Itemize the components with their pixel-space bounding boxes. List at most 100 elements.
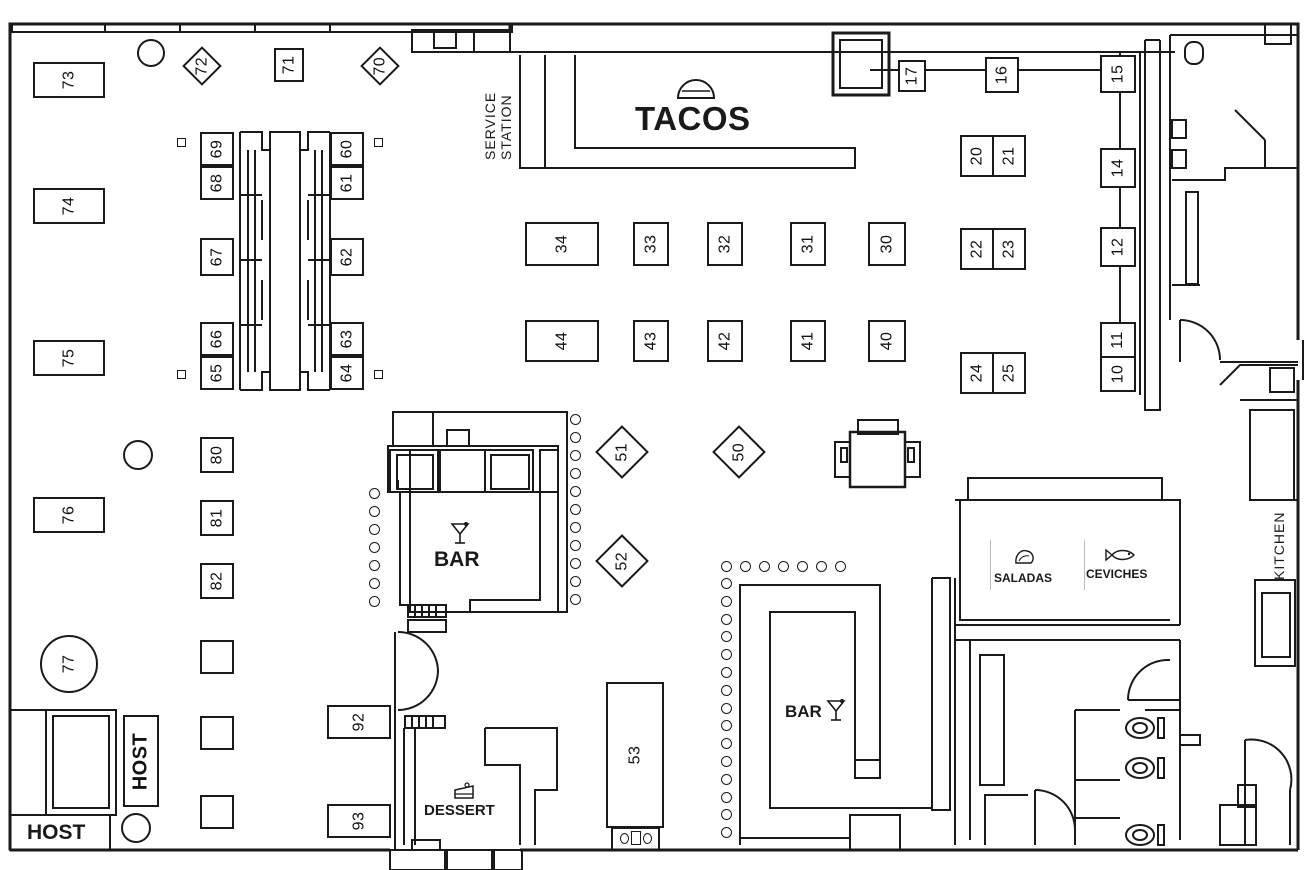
table-number: 30 [877,234,895,254]
bar-stool[interactable] [369,560,380,571]
table-75[interactable]: 75 [33,340,105,376]
table-12[interactable]: 12 [1100,227,1136,267]
bar-stool[interactable] [570,414,581,425]
bar-stool[interactable] [721,773,732,785]
table-15[interactable]: 15 [1100,55,1136,93]
table-81[interactable]: 81 [200,500,234,536]
bar-stool[interactable] [721,791,732,803]
table-11[interactable]: 11 [1100,322,1136,358]
bar-stool[interactable] [721,649,732,661]
table-62[interactable]: 62 [330,238,364,276]
bar-stool[interactable] [778,561,789,572]
table-44[interactable]: 44 [525,320,599,362]
table-10[interactable]: 10 [1100,356,1136,392]
bar-stool[interactable] [570,576,581,587]
table-14[interactable]: 14 [1100,148,1136,188]
table-20[interactable]: 20 [960,135,994,177]
table-65[interactable]: 65 [200,356,234,390]
taco-icon [676,79,716,99]
table-unnumbered[interactable] [200,640,234,674]
bar-stool[interactable] [721,809,732,821]
table-76[interactable]: 76 [33,497,105,533]
table-64[interactable]: 64 [330,356,364,390]
table-number: 77 [59,654,77,674]
bar-stool[interactable] [369,488,380,499]
table-number: 51 [612,442,630,462]
table-number: 33 [641,234,659,254]
table-66[interactable]: 66 [200,322,234,356]
bar-stool[interactable] [369,506,380,517]
table-number: 31 [798,234,816,254]
divider [990,540,991,590]
table-number: 64 [337,363,355,383]
table-74[interactable]: 74 [33,188,105,224]
bar-stool[interactable] [721,578,732,589]
bar-stool[interactable] [570,522,581,533]
bar-stool[interactable] [759,561,770,572]
table-53[interactable]: 53 [606,682,664,828]
bar-stool[interactable] [797,561,808,572]
table-71[interactable]: 71 [274,48,304,82]
table-24[interactable]: 24 [960,352,994,394]
host-stand-side[interactable]: HOST [123,715,159,807]
bar-stool[interactable] [369,578,380,589]
table-61[interactable]: 61 [330,166,364,200]
table-67[interactable]: 67 [200,238,234,276]
table-33[interactable]: 33 [633,222,669,266]
bar-stool[interactable] [721,561,732,572]
bar-stool[interactable] [570,540,581,551]
table-23[interactable]: 23 [992,228,1026,270]
table-31[interactable]: 31 [790,222,826,266]
bar-stool[interactable] [369,524,380,535]
table-82[interactable]: 82 [200,563,234,599]
bar-stool[interactable] [740,561,751,572]
bar-stool[interactable] [721,667,732,678]
table-60[interactable]: 60 [330,132,364,166]
table-93[interactable]: 93 [327,804,391,838]
bar-stool[interactable] [570,486,581,497]
table-77[interactable]: 77 [40,635,98,693]
bar-stool[interactable] [369,542,380,553]
table-69[interactable]: 69 [200,132,234,166]
bar-stool[interactable] [570,558,581,569]
bar-stool[interactable] [369,596,380,607]
table-73[interactable]: 73 [33,62,105,98]
bar-stool[interactable] [721,702,732,714]
table-92[interactable]: 92 [327,705,391,739]
bar-stool[interactable] [721,827,732,839]
table-unnumbered[interactable] [200,716,234,750]
bar-stool[interactable] [570,432,581,443]
bar-stool[interactable] [835,561,846,572]
bar-stool[interactable] [721,738,732,750]
table-68[interactable]: 68 [200,166,234,200]
bar-stool[interactable] [721,595,732,607]
table-number: 65 [207,363,225,383]
table-80[interactable]: 80 [200,437,234,473]
bar-stool[interactable] [570,594,581,605]
table-43[interactable]: 43 [633,320,669,362]
table-17[interactable]: 17 [898,60,926,92]
table-63[interactable]: 63 [330,322,364,356]
table-40[interactable]: 40 [868,320,906,362]
table-unnumbered[interactable] [200,795,234,829]
table-number: 60 [337,139,355,159]
bar-stool[interactable] [721,631,732,643]
bar-stool[interactable] [570,504,581,515]
table-21[interactable]: 21 [992,135,1026,177]
bar-stool[interactable] [721,684,732,696]
bar-stool[interactable] [721,756,732,767]
table-16[interactable]: 16 [985,57,1019,93]
table-34[interactable]: 34 [525,222,599,266]
table-41[interactable]: 41 [790,320,826,362]
table-32[interactable]: 32 [707,222,743,266]
table-22[interactable]: 22 [960,228,994,270]
table-25[interactable]: 25 [992,352,1026,394]
bar-stool[interactable] [570,450,581,461]
bar-stool[interactable] [721,613,732,625]
bar-stool[interactable] [721,720,732,732]
table-number: 40 [877,331,895,351]
bar-stool[interactable] [570,468,581,479]
table-42[interactable]: 42 [707,320,743,362]
table-30[interactable]: 30 [868,222,906,266]
bar-stool[interactable] [816,561,827,572]
